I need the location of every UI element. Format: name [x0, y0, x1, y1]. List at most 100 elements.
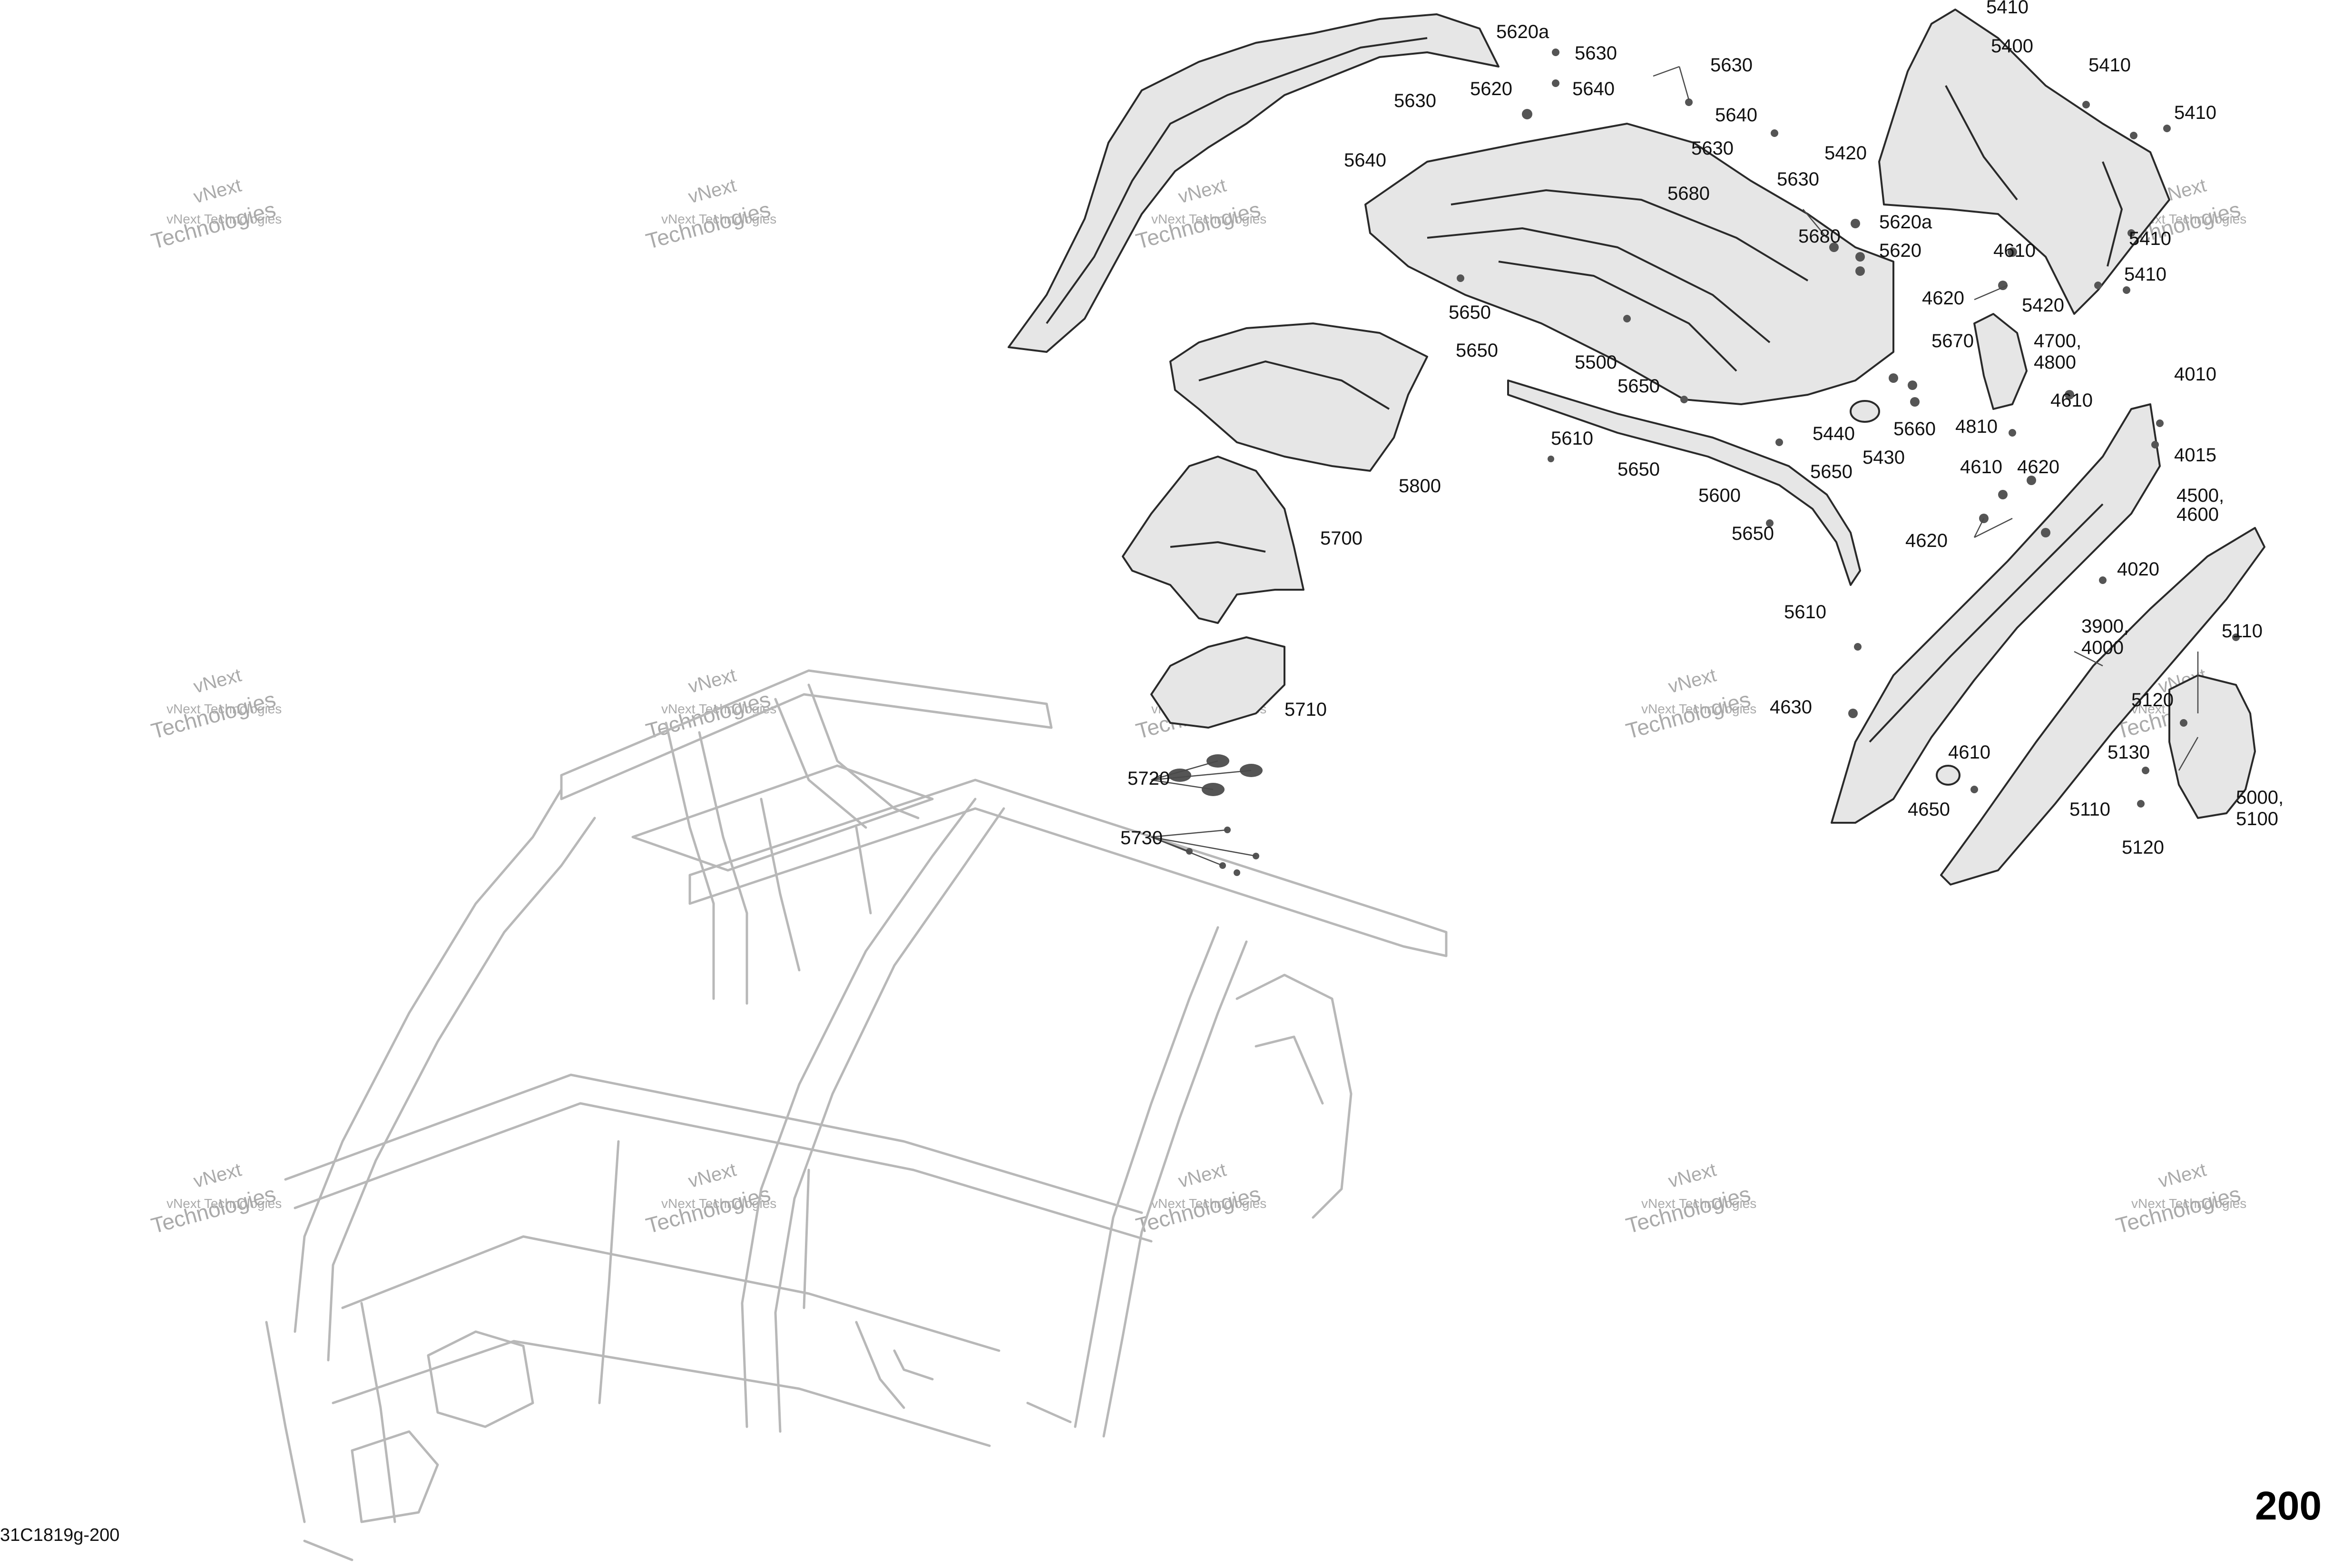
- callout-4015: 4015: [2174, 445, 2216, 466]
- svg-text:vNext: vNext: [191, 664, 244, 697]
- callout-5730: 5730: [1120, 828, 1163, 848]
- callout-5630-d: 5630: [1691, 138, 1734, 159]
- callout-5400: 5400: [1991, 36, 2033, 57]
- callout-5610-b: 5610: [1784, 602, 1826, 623]
- callout-4610-b: 4610: [2050, 390, 2093, 411]
- callout-5120-b: 5120: [2122, 837, 2164, 858]
- callout-4620-c: 4620: [1905, 530, 1948, 551]
- callout-5620-a: 5620: [1470, 78, 1512, 99]
- callout-4700: 4700,: [2034, 331, 2081, 351]
- svg-text:vNext Technologies: vNext Technologies: [167, 212, 282, 226]
- callout-5430: 5430: [1862, 447, 1905, 468]
- watermark-12: vNext Technologies vNext Technologies: [643, 1159, 776, 1238]
- callout-5720: 5720: [1127, 768, 1170, 789]
- callout-4610-d: 4610: [1948, 742, 1990, 763]
- watermark-11: vNext Technologies vNext Technologies: [148, 1159, 282, 1238]
- svg-text:vNext: vNext: [1176, 175, 1228, 207]
- watermark-6: vNext Technologies vNext Technologies: [148, 664, 282, 743]
- callout-5110-b: 5110: [2069, 799, 2110, 820]
- callout-4620-b: 4620: [2017, 457, 2059, 477]
- svg-text:Technologies: Technologies: [148, 1181, 278, 1238]
- rear-tub: [1364, 123, 1894, 405]
- callout-4610-c: 4610: [1960, 457, 2002, 477]
- drawing-code: 31C1819g-200: [0, 1525, 119, 1545]
- callout-5130: 5130: [2108, 742, 2150, 763]
- parts: [1008, 9, 2265, 886]
- side-panel-4500: [1831, 403, 2161, 824]
- callout-5630-a: 5630: [1575, 43, 1617, 64]
- callout-4500: 4500,: [2176, 485, 2224, 506]
- callout-5640-c: 5640: [1715, 105, 1757, 126]
- cap-4650: [1936, 765, 1961, 786]
- callout-5660: 5660: [1893, 419, 1936, 439]
- callout-5680-a: 5680: [1667, 183, 1710, 204]
- callout-5670: 5670: [1931, 331, 1974, 351]
- callout-5000: 5000,: [2236, 787, 2284, 808]
- rocker-strip-3900: [1940, 527, 2265, 886]
- callout-4620-a: 4620: [1922, 288, 1964, 309]
- svg-text:Technologies: Technologies: [1133, 1181, 1263, 1238]
- svg-text:vNext Technologies: vNext Technologies: [1151, 212, 1266, 226]
- page-number: 200: [2255, 1483, 2322, 1528]
- callout-5410-b: 5410: [2088, 55, 2131, 76]
- panel-5000: [2168, 674, 2256, 819]
- callout-5630-e: 5630: [1777, 169, 1819, 190]
- callout-5610-a: 5610: [1551, 428, 1593, 449]
- svg-text:vNext Technologies: vNext Technologies: [1641, 701, 1756, 716]
- cover-5700: [1122, 456, 1304, 624]
- callout-4630: 4630: [1770, 697, 1812, 718]
- callout-5680-b: 5680: [1798, 226, 1841, 247]
- callout-3900: 3900,: [2081, 616, 2129, 637]
- svg-text:Technologies: Technologies: [148, 687, 278, 744]
- callout-5410-c: 5410: [2174, 102, 2216, 123]
- svg-text:vNext Technologies: vNext Technologies: [661, 212, 776, 226]
- svg-text:Technologies: Technologies: [1133, 197, 1263, 254]
- watermark-14: vNext Technologies vNext Technologies: [1623, 1159, 1756, 1238]
- svg-text:Technologies: Technologies: [643, 197, 773, 254]
- watermark-15: vNext Technologies vNext Technologies: [2113, 1159, 2246, 1238]
- bracket-4700: [1973, 313, 2028, 410]
- vehicle-frame: [265, 669, 1448, 1561]
- bracket-5710: [1150, 636, 1285, 729]
- leader-lines: [1151, 66, 2199, 867]
- callout-5650-a: 5650: [1449, 302, 1491, 323]
- callout-5650-c: 5650: [1617, 376, 1660, 397]
- callout-4600: 4600: [2176, 504, 2219, 525]
- callout-4810: 4810: [1955, 416, 1998, 437]
- svg-text:vNext Technologies: vNext Technologies: [1641, 1196, 1756, 1211]
- callout-5650-e: 5650: [1810, 461, 1853, 482]
- svg-text:vNext: vNext: [1666, 664, 1718, 697]
- svg-text:vNext: vNext: [2156, 1159, 2208, 1192]
- svg-text:Technologies: Technologies: [2113, 1181, 2243, 1238]
- callout-4610-a: 4610: [1993, 240, 2036, 261]
- callout-5420-a: 5420: [1824, 143, 1867, 164]
- cap-5430: [1850, 400, 1880, 423]
- callout-5440: 5440: [1813, 423, 1855, 444]
- svg-text:vNext Technologies: vNext Technologies: [2131, 1196, 2246, 1211]
- svg-text:vNext: vNext: [191, 1159, 244, 1192]
- callout-5100: 5100: [2236, 808, 2278, 829]
- callout-5650-d: 5650: [1617, 459, 1660, 480]
- svg-text:vNext: vNext: [686, 175, 738, 207]
- callout-5420-b: 5420: [2022, 295, 2064, 316]
- svg-text:Technologies: Technologies: [1623, 687, 1753, 744]
- svg-text:Technologies: Technologies: [1623, 1181, 1753, 1238]
- watermark-1: vNext Technologies vNext Technologies: [148, 175, 282, 253]
- svg-text:vNext Technologies: vNext Technologies: [1151, 1196, 1266, 1211]
- svg-text:Technologies: Technologies: [148, 197, 278, 254]
- svg-text:vNext: vNext: [686, 664, 738, 697]
- svg-text:vNext Technologies: vNext Technologies: [167, 1196, 282, 1211]
- callout-5800: 5800: [1399, 476, 1441, 497]
- callout-5620-b: 5620: [1879, 240, 1921, 261]
- callout-5120-a: 5120: [2131, 690, 2174, 711]
- callout-5620a-b: 5620a: [1879, 212, 1932, 233]
- callout-4000: 4000: [2081, 637, 2124, 658]
- bar-5600: [1507, 380, 1861, 586]
- callout-5410-d: 5410: [2129, 228, 2171, 249]
- callout-5650-f: 5650: [1732, 523, 1774, 544]
- callout-5650-b: 5650: [1456, 340, 1498, 361]
- svg-text:vNext: vNext: [1176, 1159, 1228, 1192]
- svg-text:vNext Technologies: vNext Technologies: [167, 701, 282, 716]
- callout-4010: 4010: [2174, 364, 2216, 385]
